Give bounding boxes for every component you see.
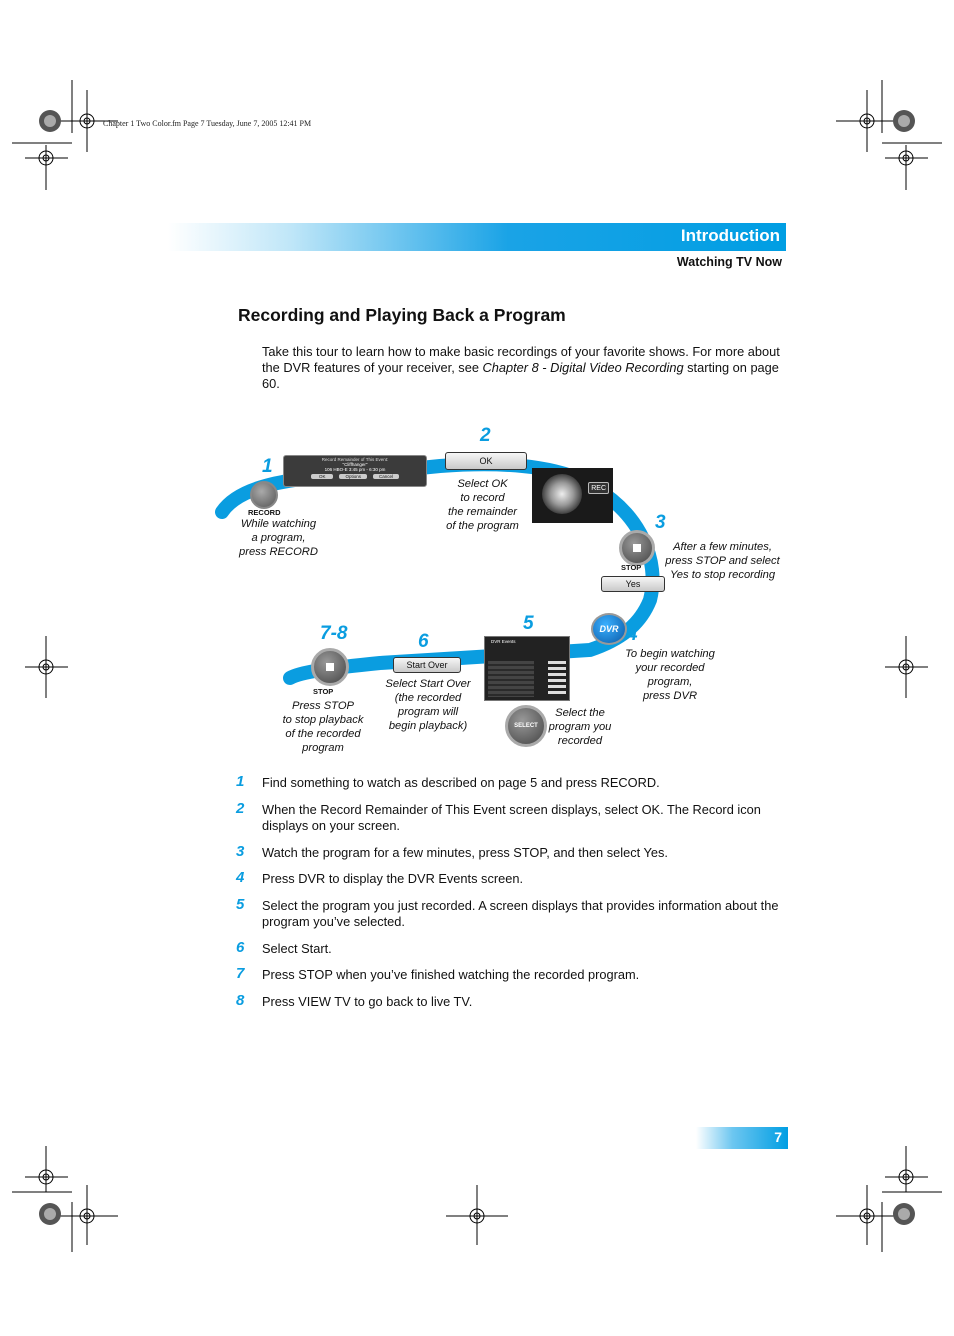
step-number: 8 — [236, 993, 262, 1009]
intro-paragraph: Take this tour to learn how to make basi… — [262, 344, 787, 392]
file-header-info: Chapter 1 Two Color.fm Page 7 Tuesday, J… — [103, 119, 311, 128]
step-text: Press STOP when you’ve finished watching… — [262, 966, 796, 984]
step-number: 6 — [236, 940, 262, 956]
step-number: 1 — [236, 774, 262, 790]
section-title: Recording and Playing Back a Program — [238, 305, 566, 326]
step-number: 2 — [236, 801, 262, 817]
step-text: When the Record Remainder of This Event … — [262, 801, 796, 835]
page-number: 7 — [774, 1129, 782, 1145]
step-text: Watch the program for a few minutes, pre… — [262, 844, 796, 862]
step-number: 4 — [236, 870, 262, 886]
page-number-box: 7 — [696, 1127, 788, 1149]
step-text: Press VIEW TV to go back to live TV. — [262, 993, 796, 1011]
step-number: 5 — [236, 897, 262, 913]
step-text: Press DVR to display the DVR Events scre… — [262, 870, 796, 888]
step-number: 7 — [236, 966, 262, 982]
banner-subtitle: Watching TV Now — [677, 255, 782, 269]
step-text: Find something to watch as described on … — [262, 774, 796, 792]
step-text: Select the program you just recorded. A … — [262, 897, 796, 931]
banner-title: Introduction — [681, 226, 780, 246]
step-text: Select Start. — [262, 940, 796, 958]
section-banner: Introduction — [168, 223, 786, 251]
step-number: 3 — [236, 844, 262, 860]
intro-chapter-reference: Chapter 8 - Digital Video Recording — [483, 360, 684, 375]
